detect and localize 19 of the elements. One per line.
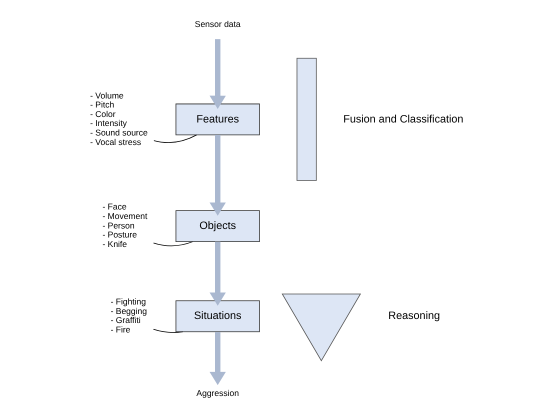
arrow <box>209 135 226 216</box>
node-text: Aggression <box>196 388 238 398</box>
connector <box>152 241 193 246</box>
node-box <box>296 58 316 181</box>
connector <box>153 134 197 143</box>
node-box: Situations <box>175 300 260 332</box>
arrow <box>209 242 226 306</box>
node-arrow <box>281 294 361 362</box>
connector <box>152 328 183 333</box>
node-box: Objects <box>175 210 260 242</box>
node-text: - Volume - Pitch - Color - Intensity - Sound source - Vocal stress <box>90 90 148 147</box>
arrow <box>209 332 226 386</box>
node-label: Fusion and Classification <box>342 113 463 126</box>
node-label: Reasoning <box>388 310 440 322</box>
node-text: - Face - Movement - Person - Posture - Knife <box>102 202 147 249</box>
node-text: - Fighting - Begging - Graffiti - Fire <box>110 296 146 334</box>
arrow <box>209 39 226 109</box>
node-text: Sensor data <box>194 19 240 30</box>
node-box: Features <box>175 104 260 136</box>
